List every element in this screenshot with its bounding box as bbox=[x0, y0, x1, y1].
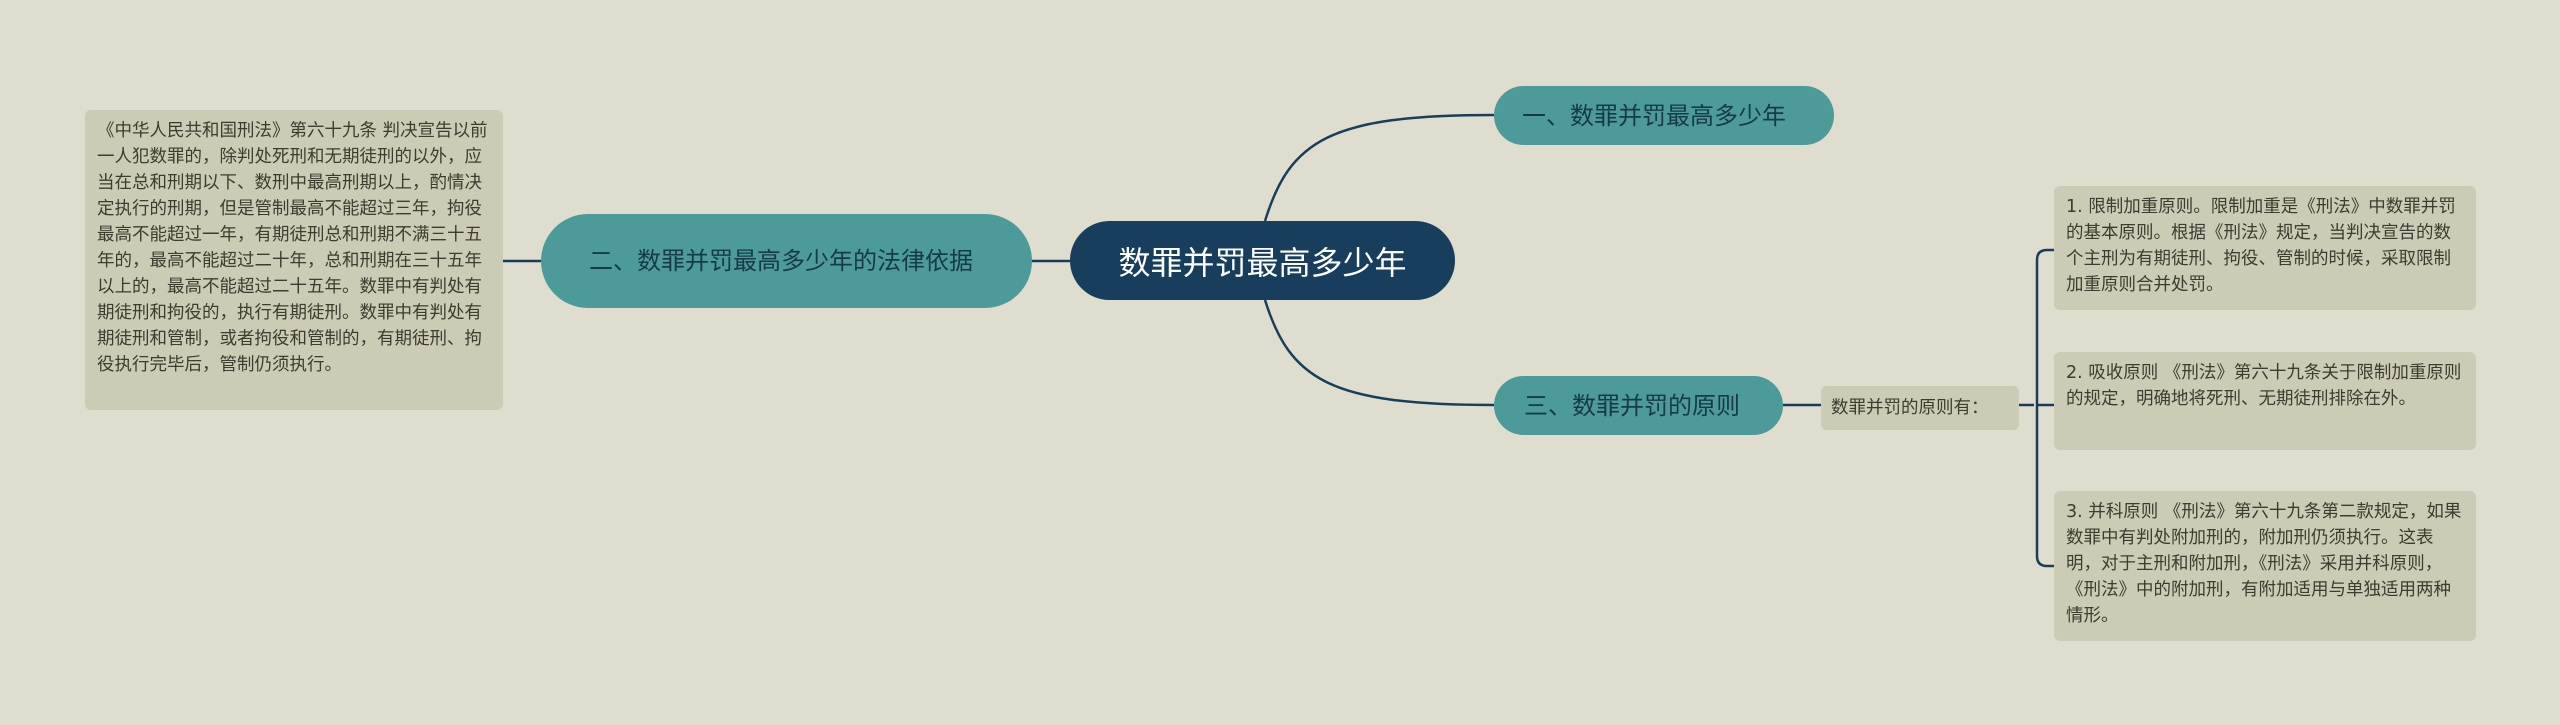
leaf-node-principles-intro[interactable]: 数罪并罚的原则有： bbox=[1821, 386, 2019, 430]
branch-label-legal-basis: 二、数罪并罚最高多少年的法律依据 bbox=[589, 247, 973, 275]
branch-label-max-years: 一、数罪并罚最高多少年 bbox=[1522, 101, 1786, 130]
leaf-text-principles-intro: 数罪并罚的原则有： bbox=[1831, 398, 1989, 418]
root-node[interactable]: 数罪并罚最高多少年 bbox=[1070, 221, 1455, 300]
branch-node-principles[interactable]: 三、数罪并罚的原则 bbox=[1494, 376, 1783, 435]
connector-intro-principles bbox=[2019, 248, 2054, 568]
branch-node-legal-basis[interactable]: 二、数罪并罚最高多少年的法律依据 bbox=[541, 214, 1032, 308]
leaf-text-principle-1: 1. 限制加重原则。限制加重是《刑法》中数罪并罚的基本原则。根据《刑法》规定，当… bbox=[2066, 197, 2456, 295]
leaf-node-principle-3[interactable]: 3. 并科原则 《刑法》第六十九条第二款规定，如果数罪中有判处附加刑的，附加刑仍… bbox=[2054, 491, 2476, 641]
leaf-node-legal-basis-text[interactable]: 《中华人民共和国刑法》第六十九条 判决宣告以前一人犯数罪的，除判处死刑和无期徒刑… bbox=[85, 110, 503, 410]
leaf-node-principle-2[interactable]: 2. 吸收原则 《刑法》第六十九条关于限制加重原则的规定，明确地将死刑、无期徒刑… bbox=[2054, 352, 2476, 450]
leaf-text-principle-2: 2. 吸收原则 《刑法》第六十九条关于限制加重原则的规定，明确地将死刑、无期徒刑… bbox=[2066, 363, 2462, 409]
branch-node-max-years[interactable]: 一、数罪并罚最高多少年 bbox=[1494, 86, 1834, 145]
root-label: 数罪并罚最高多少年 bbox=[1118, 243, 1407, 282]
leaf-node-principle-1[interactable]: 1. 限制加重原则。限制加重是《刑法》中数罪并罚的基本原则。根据《刑法》规定，当… bbox=[2054, 186, 2476, 310]
leaf-text-principle-3: 3. 并科原则 《刑法》第六十九条第二款规定，如果数罪中有判处附加刑的，附加刑仍… bbox=[2066, 502, 2462, 626]
leaf-text-legal-basis: 《中华人民共和国刑法》第六十九条 判决宣告以前一人犯数罪的，除判处死刑和无期徒刑… bbox=[97, 121, 488, 375]
branch-label-principles: 三、数罪并罚的原则 bbox=[1524, 391, 1740, 420]
connector-root-branch-3 bbox=[1263, 299, 1495, 407]
connector-root-branch-1 bbox=[1263, 113, 1495, 222]
